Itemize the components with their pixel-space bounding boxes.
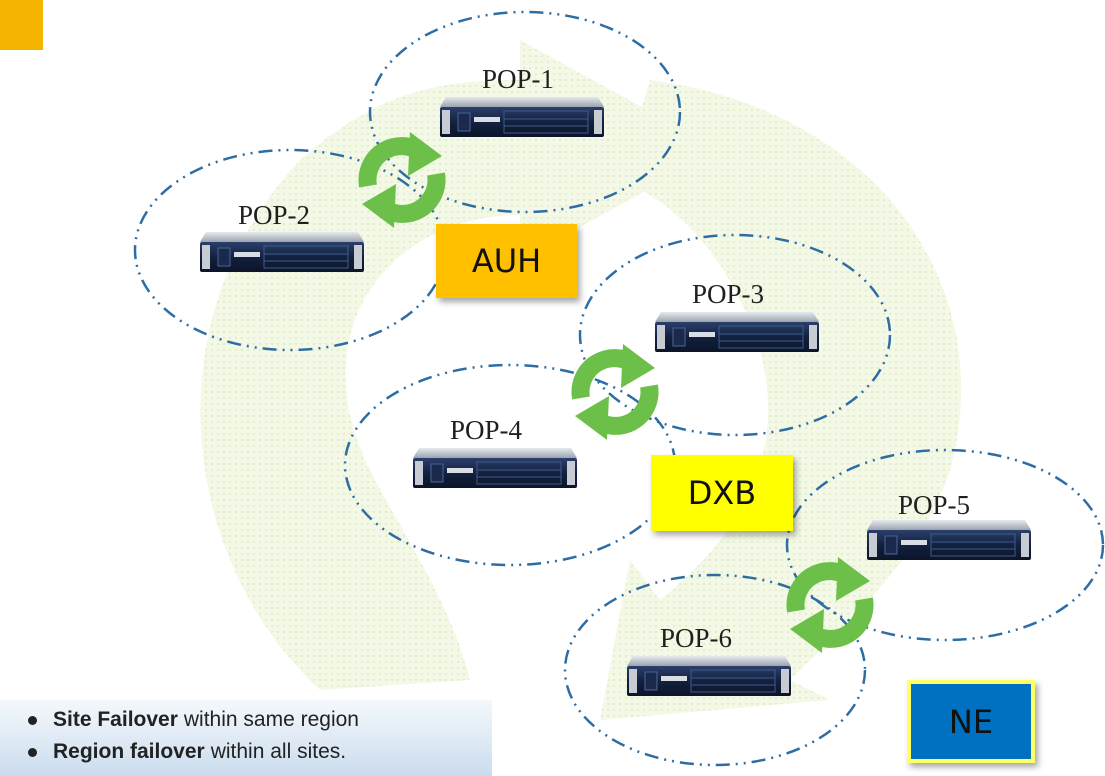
bullet-icon xyxy=(28,747,37,757)
server-icon xyxy=(439,96,605,138)
pop-label-4: POP-4 xyxy=(450,415,523,445)
legend: Site Failover within same region Region … xyxy=(0,700,492,776)
region-box-ne: NE xyxy=(907,680,1035,763)
legend-item-bold: Region failover xyxy=(53,740,205,763)
legend-item-text: within all sites. xyxy=(210,740,347,763)
region-box-dxb: DXB xyxy=(651,455,793,531)
server-icon xyxy=(866,519,1032,561)
bullet-icon xyxy=(28,715,37,725)
server-icon xyxy=(412,447,578,489)
site-ring-pop-3 xyxy=(578,233,892,437)
corner-accent xyxy=(0,0,43,50)
sync-icon xyxy=(575,344,655,440)
legend-item-region-failover: Region failover within all sites. xyxy=(10,736,492,768)
pop-label-2: POP-2 xyxy=(238,200,310,230)
site-ring-pop-1 xyxy=(368,10,682,214)
site-ring-pop-6 xyxy=(563,573,867,767)
legend-item-text: within same region xyxy=(183,708,359,731)
region-box-auh: AUH xyxy=(436,224,577,298)
server-icon xyxy=(654,311,820,353)
pop-label-3: POP-3 xyxy=(692,279,764,309)
pop-label-5: POP-5 xyxy=(898,490,970,520)
server-icon xyxy=(199,231,365,273)
pop-label-1: POP-1 xyxy=(482,64,554,94)
server-icon xyxy=(626,655,792,697)
pop-label-6: POP-6 xyxy=(660,623,732,653)
site-ring-pop-5 xyxy=(785,448,1105,642)
legend-item-site-failover: Site Failover within same region xyxy=(10,704,492,736)
legend-item-bold: Site Failover xyxy=(53,708,178,731)
